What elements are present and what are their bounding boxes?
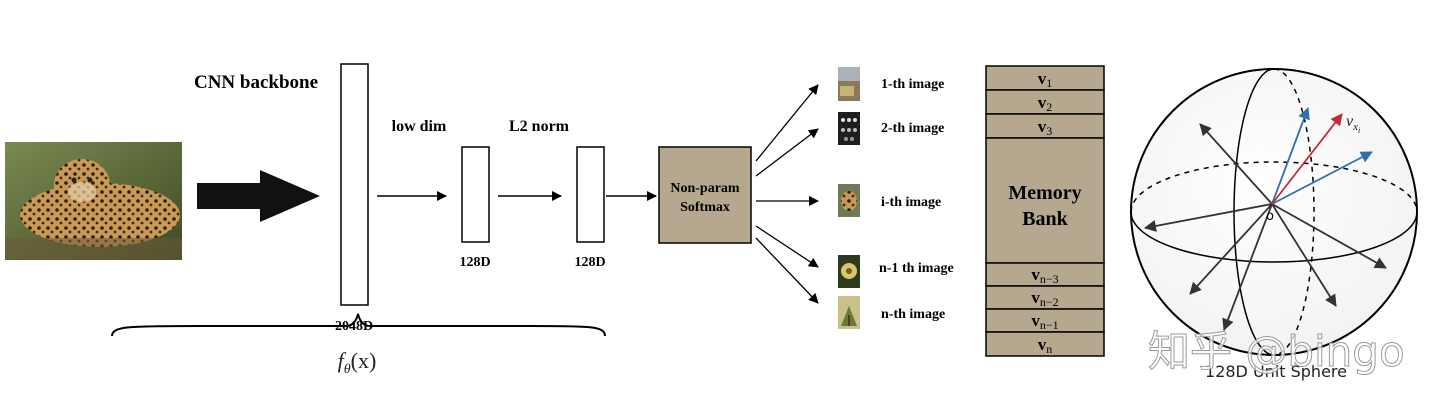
image-label-n: n-th image [881,307,945,322]
memory-bank-slot-3: v3 [1038,117,1053,138]
softmax-arrows [755,84,819,304]
image-label-n-1: n-1 th image [879,261,954,276]
thumbnail-1 [838,67,860,101]
low-dim-128d-label: 128D [459,255,490,270]
unit-sphere [1130,68,1418,356]
low-dim-label: low dim [392,118,447,135]
image-label-2: 2-th image [881,121,944,136]
backbone-brace [111,313,606,337]
l2-norm-box [576,146,605,243]
softmax-line1: Non-param [670,181,740,196]
memory-bank-slot-n-3: vn−3 [1031,265,1058,286]
input-image [5,142,182,260]
thumbnail-i [838,184,860,217]
l2-norm-label: L2 norm [509,118,570,135]
watermark: 知乎 @bingo [1148,327,1405,376]
low-dim-box [461,146,490,243]
memory-bank-title-line2: Bank [1022,208,1068,230]
memory-bank-slot-n-1: vn−1 [1031,311,1058,332]
cnn-backbone-label: CNN backbone [194,72,318,93]
image-label-1: 1-th image [881,77,944,92]
memory-bank-slot-n-2: vn−2 [1031,288,1058,309]
sphere-origin-label: o [1266,209,1274,224]
memory-bank [985,65,1105,357]
softmax-line2: Softmax [680,200,730,215]
memory-bank-slot-n: vn [1038,335,1053,356]
image-thumbnails [838,67,860,329]
vector-v-xi-label: vxi [1346,113,1360,135]
sphere-caption: 128D Unit Sphere [1205,362,1347,381]
memory-bank-slot-1: v1 [1038,69,1053,90]
function-f-theta-x: fθ(x) [338,348,377,377]
input-arrow [197,170,320,222]
thumbnail-n-1 [838,255,860,288]
memory-bank-title-line1: Memory [1008,182,1081,204]
thumbnail-n [838,296,860,329]
softmax-box [658,146,752,244]
l2-norm-128d-label: 128D [574,255,605,270]
feature-2048d-box [340,63,369,306]
thumbnail-2 [838,112,860,145]
image-label-i: i-th image [881,195,941,210]
memory-bank-slot-2: v2 [1038,93,1053,114]
sphere-vectors [1144,107,1387,331]
